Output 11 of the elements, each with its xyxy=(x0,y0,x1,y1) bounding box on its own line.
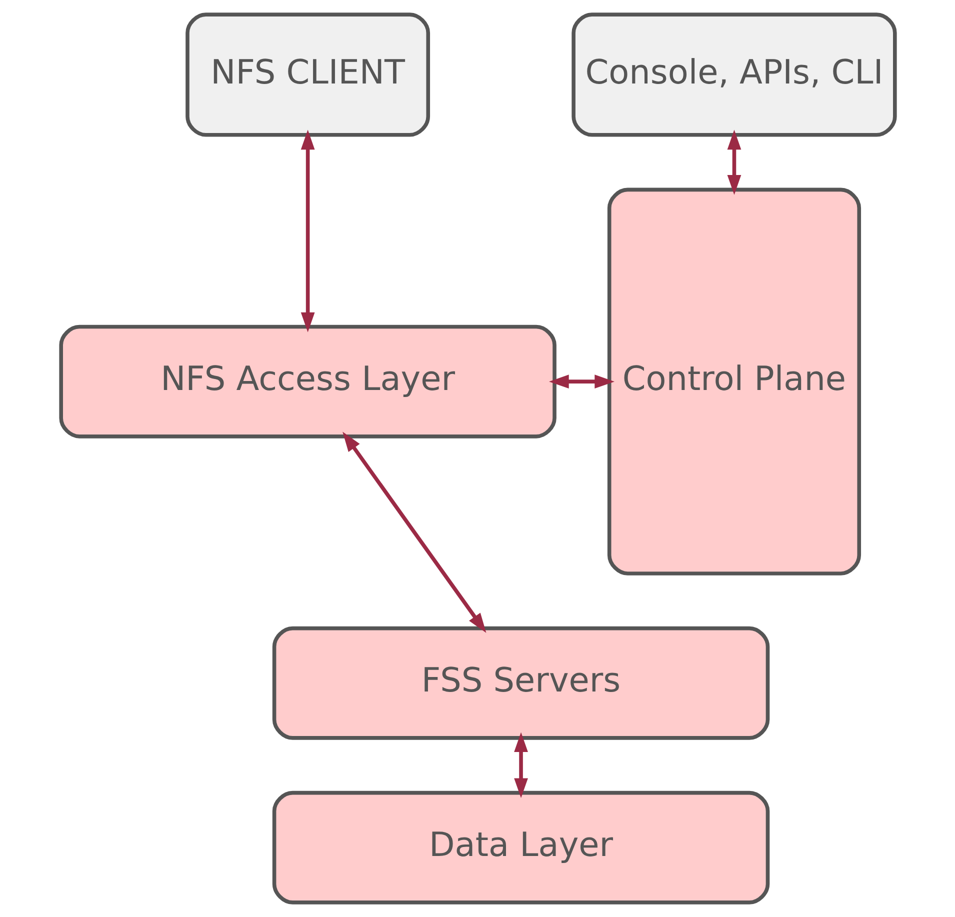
arrow xyxy=(342,432,486,633)
arrow xyxy=(726,130,741,195)
node-box: NFS Access Layer xyxy=(58,324,556,438)
node-box: Control Plane xyxy=(606,188,861,576)
node-box: Data Layer xyxy=(272,790,770,904)
arrow xyxy=(300,130,314,332)
node-box: NFS CLIENT xyxy=(185,12,430,137)
arrow xyxy=(548,374,614,389)
node-box: FSS Servers xyxy=(272,626,770,740)
arrow xyxy=(514,732,528,798)
node-box: Console, APIs, CLI xyxy=(571,12,896,137)
